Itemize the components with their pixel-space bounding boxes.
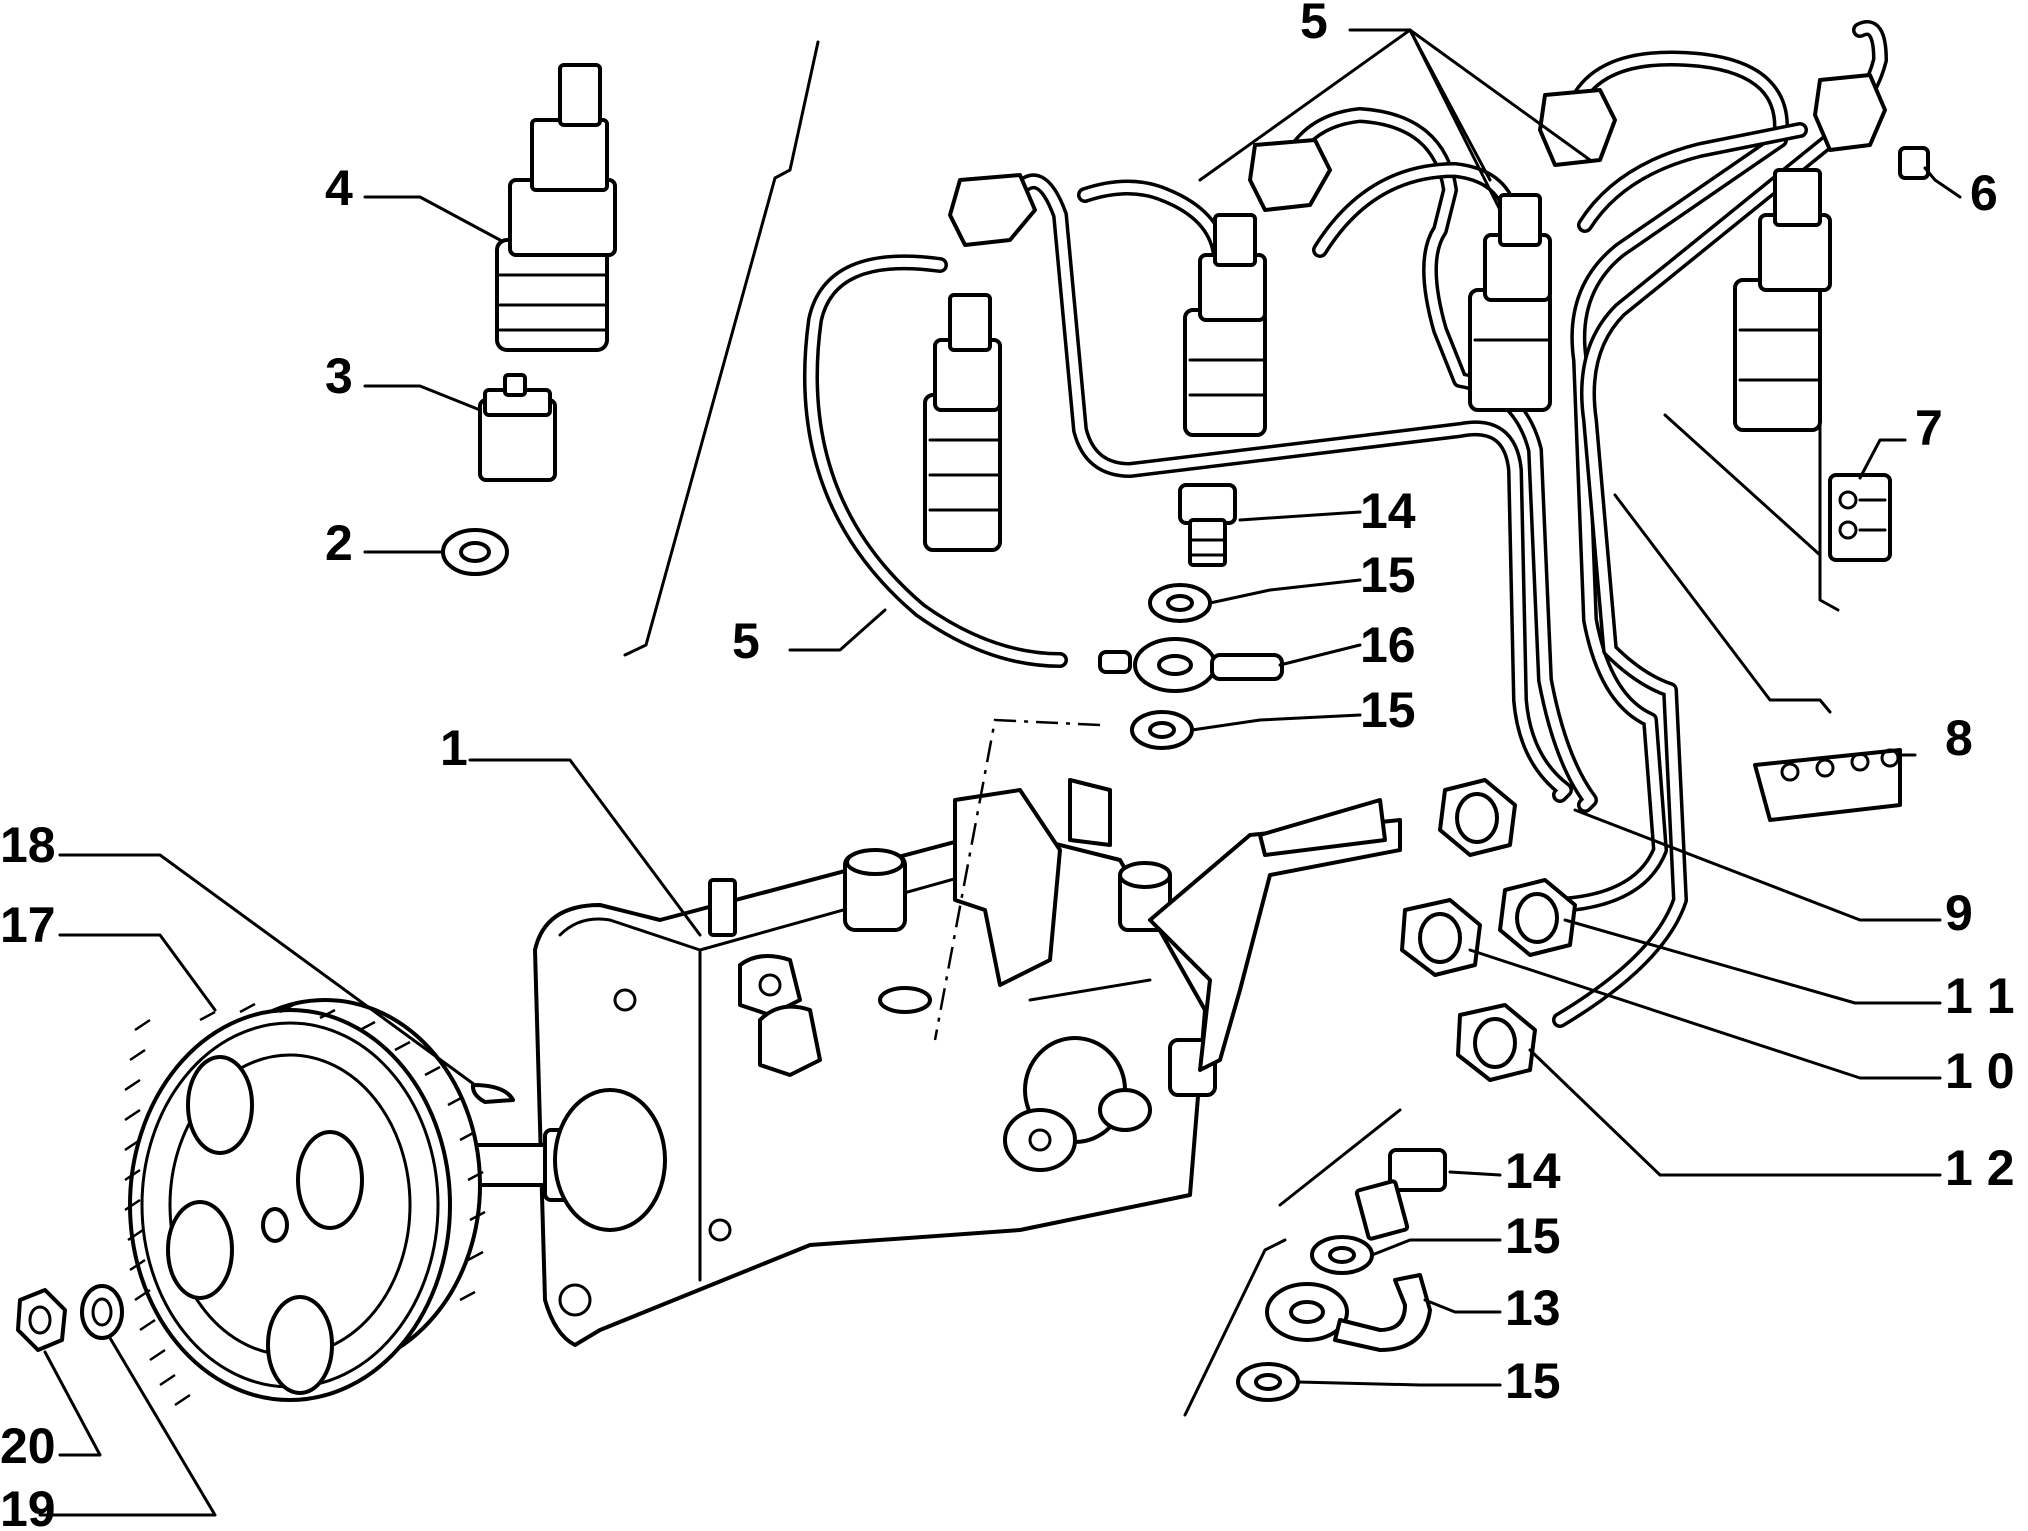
union-nut-11 (1498, 878, 1577, 957)
label-6: 6 (1970, 165, 1998, 221)
label-13: 13 (1505, 1280, 1561, 1336)
spring-washer-19 (80, 1284, 124, 1340)
hex-nut-20 (16, 1288, 67, 1352)
label-2: 2 (325, 515, 353, 571)
cap-part-6 (1898, 146, 1930, 180)
label-8: 8 (1945, 710, 1973, 766)
banjo-bolt-upper (1178, 483, 1237, 567)
label-19: 19 (0, 1481, 56, 1531)
washer-15-lower-a (1310, 1235, 1374, 1275)
union-nut-10 (1400, 898, 1482, 977)
union-nut-9 (1438, 778, 1517, 857)
leader-lines (38, 28, 1962, 1517)
clip-part-7 (1828, 473, 1892, 562)
washer-15-upper-a (1148, 583, 1212, 623)
label-7: 7 (1915, 400, 1943, 456)
label-11: 1 1 (1945, 968, 2015, 1024)
injection-pump-body (468, 778, 1402, 1347)
timing-gear-17 (124, 998, 486, 1407)
label-15-lower-b: 15 (1505, 1353, 1561, 1409)
banjo-pipe-13 (1265, 1273, 1432, 1352)
banjo-bolt-lower (1354, 1148, 1447, 1241)
washer-15-lower-b (1236, 1362, 1300, 1402)
label-15-lower-a: 15 (1505, 1208, 1561, 1264)
washer-15-upper-b (1130, 710, 1194, 750)
union-nut-12 (1456, 1003, 1537, 1082)
label-5-hose: 5 (732, 613, 760, 669)
label-10: 1 0 (1945, 1043, 2015, 1099)
group-brackets (623, 40, 1840, 1417)
centre-lines (933, 718, 1101, 1041)
injector-assembly-4 (1733, 73, 1887, 432)
injector-assembly-1 (923, 173, 1037, 552)
label-15-upper-b: 15 (1360, 682, 1416, 738)
washer-part-2 (441, 528, 509, 576)
label-17: 17 (0, 897, 56, 953)
label-16: 16 (1360, 617, 1416, 673)
injector-pipes (802, 20, 1888, 1028)
label-4: 4 (325, 160, 353, 216)
label-5-top: 5 (1300, 0, 1328, 49)
label-14-upper: 14 (1360, 483, 1416, 539)
label-3: 3 (325, 348, 353, 404)
label-9: 9 (1945, 885, 1973, 941)
label-1: 1 (440, 720, 468, 776)
clip-part-8 (1753, 748, 1902, 822)
label-18: 18 (0, 817, 56, 873)
label-14-lower: 14 (1505, 1143, 1561, 1199)
label-12: 1 2 (1945, 1140, 2015, 1196)
label-20: 20 (0, 1418, 56, 1474)
injector-assembly-2 (1183, 138, 1332, 437)
label-15-upper-a: 15 (1360, 547, 1416, 603)
nozzle-part-3 (478, 373, 557, 482)
banjo-fitting-16 (1098, 637, 1284, 693)
injector-part-4 (495, 63, 617, 352)
injector-assembly-3 (1468, 88, 1617, 412)
woodruff-key-18 (470, 1083, 515, 1104)
